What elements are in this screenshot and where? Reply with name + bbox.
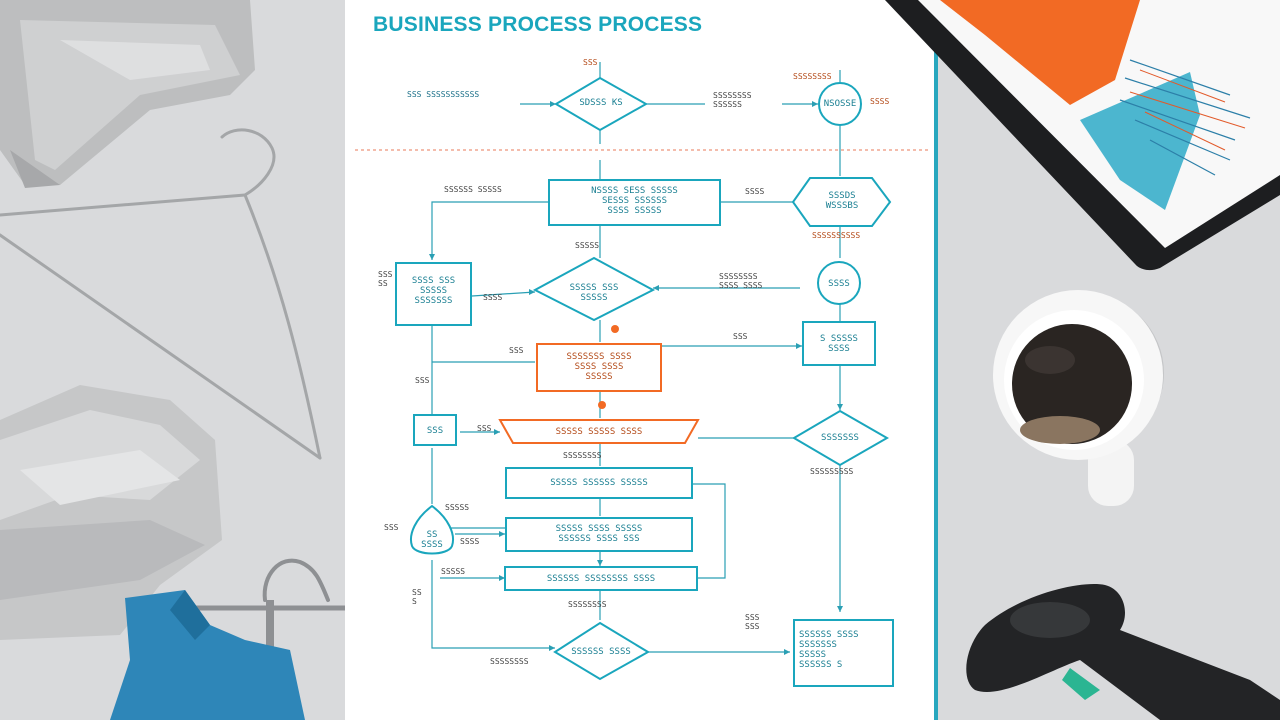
drop-shape-label: SS SSSS bbox=[421, 530, 443, 550]
box-c-shape bbox=[504, 566, 698, 591]
edge-label-row5-below: SSSSSSSS bbox=[563, 451, 602, 460]
main-box-label: NSSSS SESS SSSSS SESSS SSSSSS SSSS SSSSS bbox=[591, 186, 678, 216]
edge-label-row2-right: SSSS bbox=[745, 187, 765, 196]
edge-label-row3-mid: SSSS bbox=[483, 293, 503, 302]
arrow-heads bbox=[429, 101, 843, 655]
edge-label-top-right: SSSSSSSS bbox=[793, 72, 832, 81]
top-right-hex-shape bbox=[791, 177, 892, 227]
drop-shape-shape bbox=[410, 504, 454, 555]
orange-trapezoid-label: SSSSS SSSSS SSSS bbox=[555, 427, 643, 437]
right-circle-label: SSSS bbox=[828, 279, 850, 289]
left-box-shape bbox=[395, 262, 472, 326]
edge-label-bottom-left: SSSSSSSS bbox=[490, 657, 529, 666]
bottom-decision-label: SSSSSS SSSS bbox=[571, 647, 631, 657]
top-decision-shape bbox=[554, 76, 649, 132]
edge-label-top-right-small: SSSS bbox=[870, 97, 890, 106]
folded-shirt-icon bbox=[0, 0, 255, 188]
left-box-label: SSSS SSS SSSSS SSSSSSS bbox=[411, 276, 456, 306]
box-b-label: SSSSS SSSS SSSSS SSSSSS SSSS SSS bbox=[555, 524, 643, 544]
mid-decision-shape bbox=[532, 256, 656, 322]
edge-label-top-mid-right: SSSSSSSS SSSSSS bbox=[713, 91, 752, 109]
edge-label-row6-left: SSS bbox=[384, 523, 399, 532]
document-title: BUSINESS PROCESS PROCESS bbox=[373, 13, 703, 36]
edge-label-row8-left: SSSSS bbox=[441, 567, 466, 576]
right-small-box-shape bbox=[802, 321, 876, 366]
small-square-label: SSS bbox=[426, 426, 444, 436]
edge-label-row2-left: SSSSSS SSSSS bbox=[444, 185, 502, 194]
box-c-label: SSSSSS SSSSSSSS SSSS bbox=[546, 574, 656, 584]
right-decision-label: SSSSSSS bbox=[821, 433, 859, 443]
edge-label-bottom-mid: SSS SSS bbox=[745, 613, 760, 631]
small-square-shape bbox=[413, 414, 457, 446]
mid-decision-label: SSSSS SSS SSSSS bbox=[569, 283, 619, 303]
edge-label-row6-top: SSSSS bbox=[445, 503, 470, 512]
right-circle-shape bbox=[817, 261, 861, 305]
right-small-box-label: S SSSSS SSSS bbox=[820, 334, 858, 354]
blue-shirt-icon bbox=[110, 558, 350, 720]
edge-label-left-bottom: SS S bbox=[412, 588, 422, 606]
edge-label-right-dec-below: SSSSSSSSS bbox=[810, 467, 854, 476]
bottom-right-box-label: SSSSSS SSSS SSSSSSS SSSSS SSSSSS S bbox=[799, 630, 859, 670]
box-a-shape bbox=[505, 467, 693, 499]
edge-label-top-mid: SSS bbox=[583, 58, 598, 67]
right-decision-shape bbox=[792, 409, 890, 467]
bottom-right-box-shape bbox=[793, 619, 894, 687]
crumpled-cloth-icon bbox=[0, 385, 222, 640]
top-right-hex-label: SSSDS WSSSBS bbox=[825, 191, 859, 211]
edge-label-row7-left: SSSS bbox=[460, 537, 480, 546]
edge-label-hex-below: SSSSSSSSSS bbox=[812, 231, 861, 240]
top-decision-label: SDSSS KS bbox=[579, 98, 623, 108]
orange-box-shape bbox=[536, 343, 662, 392]
edge-label-row3-right: SSSSSSSS SSSS SSSS bbox=[719, 272, 763, 290]
orange-dot-2 bbox=[598, 401, 606, 409]
edge-label-row5-left: SSS bbox=[415, 376, 430, 385]
orange-dot-1 bbox=[611, 325, 619, 333]
tablet-icon bbox=[885, 0, 1280, 271]
top-circle-label: NSOSSE bbox=[823, 99, 857, 109]
box-b-shape bbox=[505, 517, 693, 552]
edge-label-row5-mid: SSS bbox=[477, 424, 492, 433]
main-box-shape bbox=[548, 179, 721, 226]
barcode-scanner-icon bbox=[966, 584, 1280, 720]
coffee-cup-icon bbox=[993, 290, 1164, 506]
bottom-decision-shape bbox=[553, 621, 650, 681]
orange-box-label: SSSSSSS SSSS SSSS SSSS SSSSS bbox=[566, 352, 632, 382]
edge-label-row4-left: SSS bbox=[509, 346, 524, 355]
edge-label-box-c-below: SSSSSSSS bbox=[568, 600, 607, 609]
edge-label-left-vertical: SSS SS bbox=[378, 270, 392, 288]
orange-trapezoid-shape bbox=[498, 419, 700, 444]
edge-label-row4-right: SSS bbox=[733, 332, 748, 341]
box-a-label: SSSSS SSSSSS SSSSS bbox=[550, 478, 648, 488]
edge-label-top-left: SSS SSSSSSSSSSS bbox=[407, 90, 480, 99]
hanger-icon bbox=[0, 128, 322, 460]
edge-label-main-below: SSSSS bbox=[575, 241, 600, 250]
top-circle-shape bbox=[818, 82, 862, 126]
